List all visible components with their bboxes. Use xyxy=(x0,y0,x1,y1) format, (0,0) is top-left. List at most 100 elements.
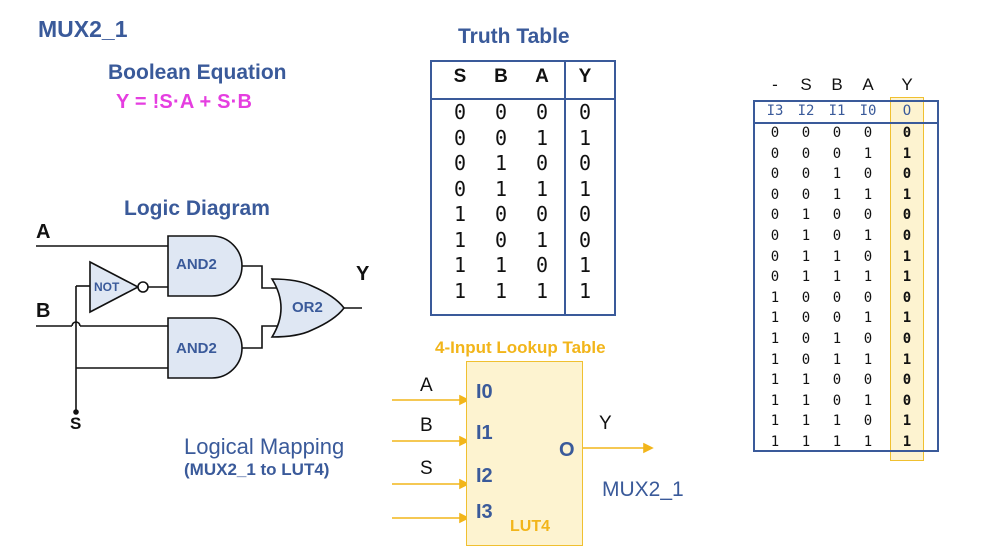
truth-table-cell: 1 xyxy=(494,278,508,303)
truth-table-cell: 1 xyxy=(535,227,549,252)
lut-table-cell: 1 xyxy=(902,310,912,327)
lut-table-cell: 1 xyxy=(902,351,912,368)
lut-table-cell: 0 xyxy=(832,310,842,327)
lut-table-cell: 0 xyxy=(863,125,873,141)
mapping-title: Logical Mapping xyxy=(184,434,345,459)
lut4-name: LUT4 xyxy=(510,518,550,535)
lut-table-cell: 0 xyxy=(770,166,780,183)
output-y-label: Y xyxy=(356,263,370,285)
lut-table-cell: 1 xyxy=(770,433,780,450)
lut-table-frame xyxy=(753,100,939,452)
lut-table-cell: 1 xyxy=(801,433,811,450)
lut-table-cell: 1 xyxy=(863,186,873,203)
truth-table-cell: 0 xyxy=(535,253,549,277)
arrow-i3 xyxy=(459,512,470,524)
lut-table-cell: 0 xyxy=(770,186,780,203)
lut-table-cell: 1 xyxy=(801,248,811,265)
truth-table-cell: 0 xyxy=(453,176,467,201)
truth-table-cell: 0 xyxy=(453,100,467,124)
lut-table-cell: 0 xyxy=(902,166,912,183)
lut-table-cell: 1 xyxy=(863,145,873,162)
lut-table-cell: 0 xyxy=(770,125,780,141)
lut-table-cell: 0 xyxy=(801,351,811,368)
lut-table-cell: 1 xyxy=(863,269,873,286)
lut-table-cell: 1 xyxy=(832,186,842,203)
lut-table-cell: 0 xyxy=(902,330,912,347)
truth-table-cell: 0 xyxy=(578,151,592,175)
lut4-block xyxy=(466,361,583,546)
lut-table-cell: 0 xyxy=(902,392,912,409)
lut-input-a: A xyxy=(420,375,433,396)
lut-table-cell: 0 xyxy=(801,145,811,162)
lut-table-cell: 0 xyxy=(801,289,811,306)
lut-table-cell: 0 xyxy=(863,372,873,389)
lut-table-header-line xyxy=(753,122,939,124)
mapping-subtitle: (MUX2_1 to LUT4) xyxy=(184,460,330,479)
lut-table-cell: 0 xyxy=(863,207,873,224)
lut-table-cell: 1 xyxy=(770,351,780,368)
lut-table-cell: 1 xyxy=(902,145,912,162)
arrow-output xyxy=(643,442,654,454)
truth-table-cell: 1 xyxy=(578,125,592,150)
lut-table-cell: 0 xyxy=(770,207,780,224)
lut-table-row: 0 1 0 0 0 xyxy=(753,206,939,227)
lut-table-header-cell: I2 xyxy=(797,103,815,119)
lut-table-cell: 0 xyxy=(832,125,842,141)
arrow-i0 xyxy=(459,394,470,406)
truth-table-cell: 0 xyxy=(535,202,549,226)
lut-table-cell: 0 xyxy=(863,289,873,306)
truth-table-header-line xyxy=(430,98,616,100)
truth-table-cell: 1 xyxy=(578,253,592,277)
lut-table-body: 0 0 0 0 0 0 0 0 1 1 0 0 1 0 0 0 0 1 1 1 0 1 0 0 0 0 1 0 1 0 0 1 1 0 1 0 1 1 1 1… xyxy=(753,124,939,454)
lut-table-cell: 1 xyxy=(770,392,780,409)
lut-table-cell: 1 xyxy=(902,413,912,430)
lut-table-cell: 1 xyxy=(770,330,780,347)
lut-table-cell: 0 xyxy=(801,310,811,327)
arrow-i1 xyxy=(459,435,470,447)
not-bubble xyxy=(137,281,149,293)
lut-table-cell: 0 xyxy=(832,289,842,306)
lut-table-cell: 0 xyxy=(902,372,912,389)
lut-table-cell: 1 xyxy=(770,413,780,430)
output-column-highlight xyxy=(890,97,924,461)
truth-table-cell: 0 xyxy=(494,125,508,150)
lut-table-top-header-cell: Y xyxy=(901,75,913,94)
truth-table-header-cell: S xyxy=(453,66,467,87)
wire-and2-out xyxy=(242,325,282,349)
lut-table-cell: 1 xyxy=(832,413,842,430)
port-o: O xyxy=(559,439,575,461)
lut-table-cell: 0 xyxy=(902,207,912,224)
lut-table-cell: 1 xyxy=(863,392,873,409)
lut-table-cell: 0 xyxy=(770,248,780,265)
lut-table-cell: 0 xyxy=(832,392,842,409)
truth-table-cell: 0 xyxy=(494,202,508,226)
port-i3: I3 xyxy=(476,501,493,523)
lut-table-cell: 0 xyxy=(863,413,873,430)
lut-table-cell: 0 xyxy=(832,227,842,244)
lut-table-cell: 1 xyxy=(902,269,912,286)
lut-table-cell: 0 xyxy=(801,125,811,141)
logic-diagram-title: Logic Diagram xyxy=(124,197,270,220)
lut-table-cell: 1 xyxy=(801,413,811,430)
lut-table-cell: 0 xyxy=(832,207,842,224)
lut-table-cell: 1 xyxy=(770,289,780,306)
truth-table-cell: 1 xyxy=(494,151,508,175)
lut-table-cell: 0 xyxy=(863,166,873,183)
lut-table-cell: 1 xyxy=(801,207,811,224)
truth-table-cell: 0 xyxy=(453,151,467,175)
boolean-equation: Y = !S·A + S·B xyxy=(116,91,253,113)
